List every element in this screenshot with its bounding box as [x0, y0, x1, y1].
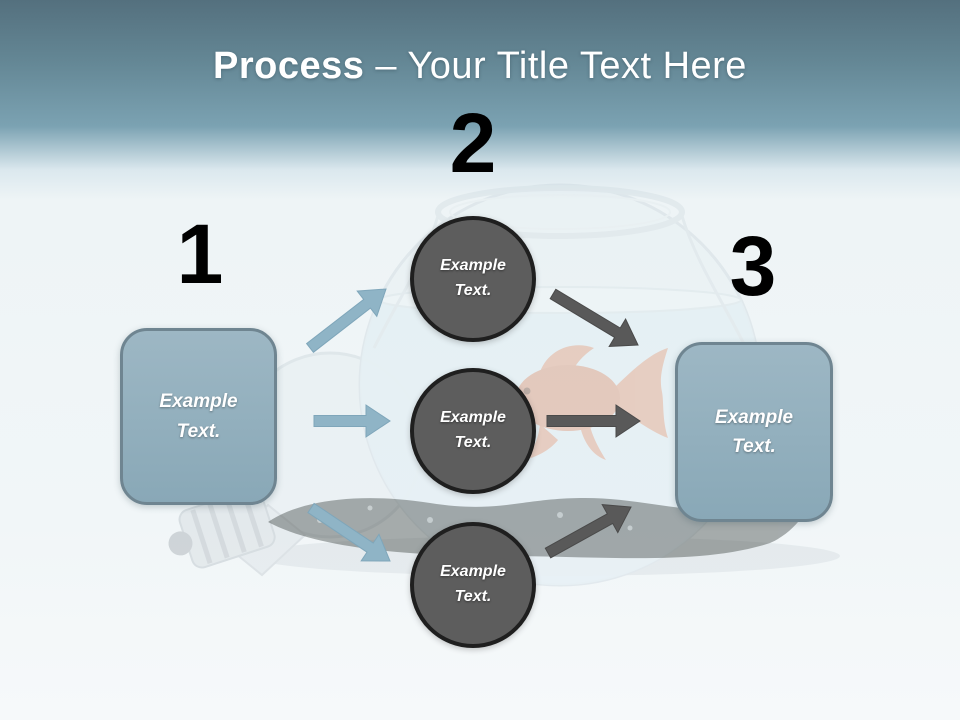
step-3-number: 3 [729, 219, 777, 313]
step-2-number: 2 [449, 96, 497, 190]
step-2-circle-2-label: Example Text. [440, 409, 506, 451]
arrow-circle3-to-right [544, 504, 632, 559]
slide-title-rest: – Your Title Text Here [375, 45, 747, 87]
step-3-box: Example Text. [675, 342, 833, 522]
goldfish [516, 345, 668, 460]
arrow-circle2-to-right [546, 404, 641, 438]
slide-title-keyword: Process [213, 45, 365, 87]
step-3-box-label: Example Text. [714, 406, 794, 457]
arrow-left-to-circle2 [313, 404, 391, 438]
step-2-circle-3: Example Text. [410, 522, 536, 648]
step-1-box: Example Text. [120, 328, 277, 505]
step-1-box-label: Example Text. [159, 391, 238, 442]
arrow-circle1-to-right [549, 288, 639, 347]
step-2-circle-1: Example Text. [410, 216, 536, 342]
arrow-left-to-circle1 [305, 288, 387, 354]
slide-title: Process– Your Title Text Here [0, 45, 960, 88]
step-1-number: 1 [176, 207, 224, 301]
step-2-circle-3-label: Example Text. [440, 563, 506, 605]
step-2-circle-2: Example Text. [410, 368, 536, 494]
step-2-circle-1-label: Example Text. [440, 257, 506, 299]
arrow-left-to-circle3 [307, 502, 391, 562]
